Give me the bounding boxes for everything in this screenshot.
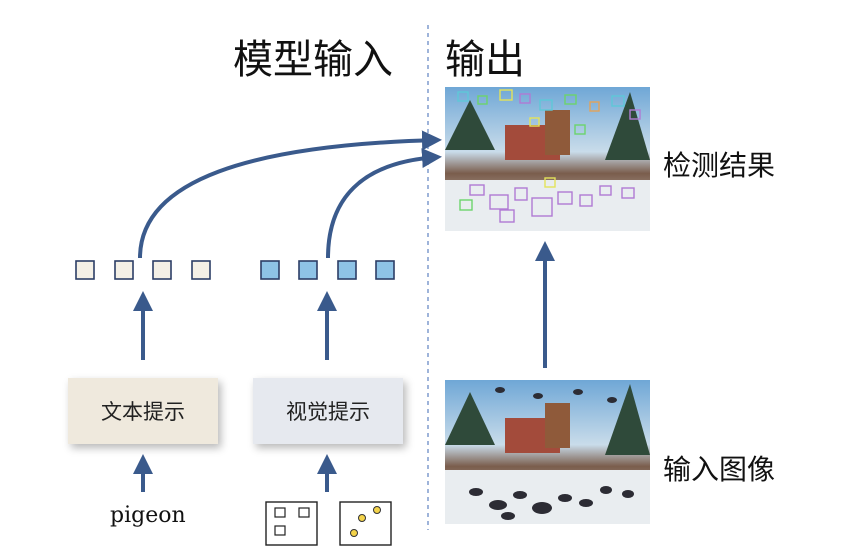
text-token	[191, 260, 211, 280]
text-token-curve-arrow	[138, 130, 442, 259]
detection-result-image	[445, 87, 650, 231]
visual-prompt-box: 视觉提示	[253, 378, 403, 444]
visual-token-curve-arrow	[326, 148, 442, 259]
output-heading: 输出	[445, 37, 525, 83]
text-token	[114, 260, 134, 280]
visual-token-row	[260, 260, 395, 280]
input-image	[445, 380, 650, 524]
box-prompt-icon	[265, 501, 318, 546]
text-query-word: pigeon	[110, 503, 186, 528]
visual-token	[260, 260, 280, 280]
detection-result-label: 检测结果	[663, 149, 776, 182]
input-image-label: 输入图像	[663, 453, 776, 486]
text-token-row	[75, 260, 211, 280]
visual-token	[337, 260, 357, 280]
model-input-heading: 模型输入	[233, 37, 393, 83]
text-prompt-box: 文本提示	[68, 378, 218, 444]
text-token	[152, 260, 172, 280]
text-token	[75, 260, 95, 280]
visual-token	[375, 260, 395, 280]
point-prompt-icon	[339, 501, 392, 546]
visual-token	[298, 260, 318, 280]
